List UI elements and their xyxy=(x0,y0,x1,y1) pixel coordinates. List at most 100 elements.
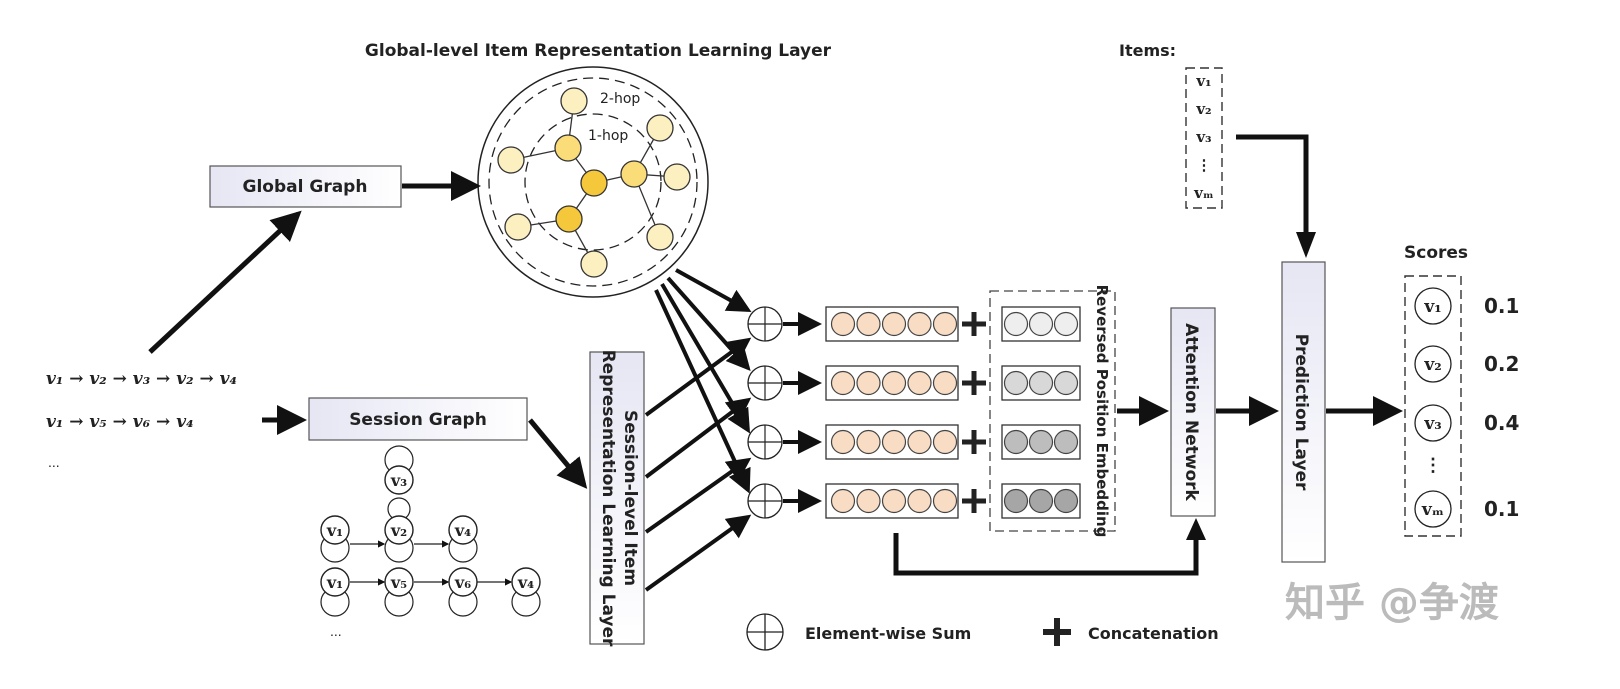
embedding-unit xyxy=(881,429,907,455)
score-value: 0.1 xyxy=(1484,294,1519,318)
items-title: Items: xyxy=(1119,41,1176,60)
scores-ellipsis: ⋮ xyxy=(1424,455,1442,476)
embedding-unit xyxy=(881,488,907,514)
sg-node-label: v₄ xyxy=(517,573,534,592)
prediction-layer-label: Prediction Layer xyxy=(1291,334,1311,491)
embedding-unit xyxy=(907,488,932,514)
arrow-session-graph-to-layer xyxy=(528,418,588,489)
reversed-position-box xyxy=(989,290,1116,532)
position-unit xyxy=(1053,311,1079,337)
score-item-node xyxy=(1414,345,1452,383)
graph-node xyxy=(580,250,608,278)
session-more: ... xyxy=(48,454,60,470)
embedding-unit xyxy=(932,370,958,396)
score-item-node xyxy=(1414,404,1452,442)
session-layer-label-1: Session-level Item xyxy=(620,410,640,586)
sg-node-label: v₃ xyxy=(390,471,407,490)
session-graph-label: Session Graph xyxy=(349,410,487,430)
items-box xyxy=(1185,67,1223,209)
legend: Element-wise Sum Concatenation xyxy=(746,613,1219,651)
one-hop-label: 1-hop xyxy=(588,128,628,144)
embedding-unit xyxy=(856,488,881,514)
items-to-prediction-arrow xyxy=(1236,134,1309,240)
attention-network-label: Attention Network xyxy=(1181,323,1201,501)
global-graph-label: Global Graph xyxy=(243,177,368,197)
watermark: 知乎 @争渡 xyxy=(1285,580,1499,626)
graph-node xyxy=(497,146,525,174)
session-to-sum-arrows xyxy=(644,337,752,592)
score-item-node xyxy=(1414,490,1452,528)
sg-node-label: v₄ xyxy=(454,521,471,540)
embedding-row xyxy=(747,365,1081,401)
graph-node xyxy=(560,87,588,115)
item-label: ⋮ xyxy=(1197,156,1212,174)
position-unit xyxy=(1053,370,1079,396)
reversed-position-label: Reversed Position Embedding xyxy=(1093,285,1111,538)
scores-box xyxy=(1404,275,1462,537)
score-item-label: vₘ xyxy=(1421,500,1444,520)
graph-node xyxy=(663,163,691,191)
embedding-unit xyxy=(830,488,856,514)
embedding-unit xyxy=(881,311,907,337)
embedding-row xyxy=(747,483,1081,519)
item-label: v₁ xyxy=(1195,72,1211,90)
session-graph-drawing xyxy=(320,445,541,617)
embedding-unit xyxy=(881,370,907,396)
embedding-row xyxy=(747,424,1081,460)
two-hop-label: 2-hop xyxy=(600,91,640,107)
embedding-unit xyxy=(907,429,932,455)
score-value: 0.2 xyxy=(1484,352,1519,376)
embedding-unit xyxy=(907,370,932,396)
scores-title: Scores xyxy=(1404,243,1468,263)
legend-sum-label: Element-wise Sum xyxy=(805,624,971,643)
graph-node xyxy=(646,114,674,142)
embedding-unit xyxy=(932,311,958,337)
score-item-node xyxy=(1414,287,1452,325)
session-sequence-1: v₁ → v₂ → v₃ → v₂ → v₄ xyxy=(46,369,237,389)
sg-node-label: v₅ xyxy=(390,573,407,592)
position-unit xyxy=(1003,488,1029,514)
session-graph-nodes xyxy=(320,465,541,597)
position-unit xyxy=(1028,311,1054,337)
session-graph-more: ... xyxy=(330,623,342,639)
embedding-unit xyxy=(830,311,856,337)
position-unit xyxy=(1003,370,1029,396)
embedding-unit xyxy=(907,311,932,337)
position-unit xyxy=(1053,488,1079,514)
embedding-rows xyxy=(747,306,1081,519)
arrow-sessions-to-global xyxy=(148,210,302,354)
sg-node-label: v₁ xyxy=(326,521,343,540)
embedding-row xyxy=(747,306,1081,342)
skip-arrowhead-icon xyxy=(1186,518,1206,540)
sg-node-label: v₂ xyxy=(390,521,407,540)
position-unit xyxy=(1028,429,1054,455)
skip-connection-arrow xyxy=(893,530,1199,576)
embedding-unit xyxy=(830,429,856,455)
graph-node xyxy=(555,205,583,233)
position-unit xyxy=(1003,429,1029,455)
position-unit xyxy=(1003,311,1029,337)
position-unit xyxy=(1053,429,1079,455)
position-unit xyxy=(1028,370,1054,396)
session-layer-label-2: Representation Learning Layer xyxy=(598,350,618,647)
attention-network-box xyxy=(1170,307,1216,517)
prediction-layer-box xyxy=(1281,261,1326,563)
score-value: 0.1 xyxy=(1484,497,1519,521)
graph-node xyxy=(504,213,532,241)
sg-node-label: v₆ xyxy=(454,573,471,592)
embedding-unit xyxy=(856,429,881,455)
sg-node-label: v₁ xyxy=(326,573,343,592)
item-label: vₘ xyxy=(1193,184,1214,202)
global-graph-circle: 2-hop 1-hop xyxy=(477,66,709,298)
global-layer-title: Global-level Item Representation Learnin… xyxy=(365,41,832,61)
score-value: 0.4 xyxy=(1484,411,1519,435)
items-arrowhead-icon xyxy=(1296,232,1316,258)
score-item-label: v₃ xyxy=(1423,414,1441,434)
session-graph-box xyxy=(308,397,528,441)
session-layer-box xyxy=(589,351,645,645)
item-label: v₂ xyxy=(1195,100,1211,118)
concatenation-icon xyxy=(1043,618,1071,646)
